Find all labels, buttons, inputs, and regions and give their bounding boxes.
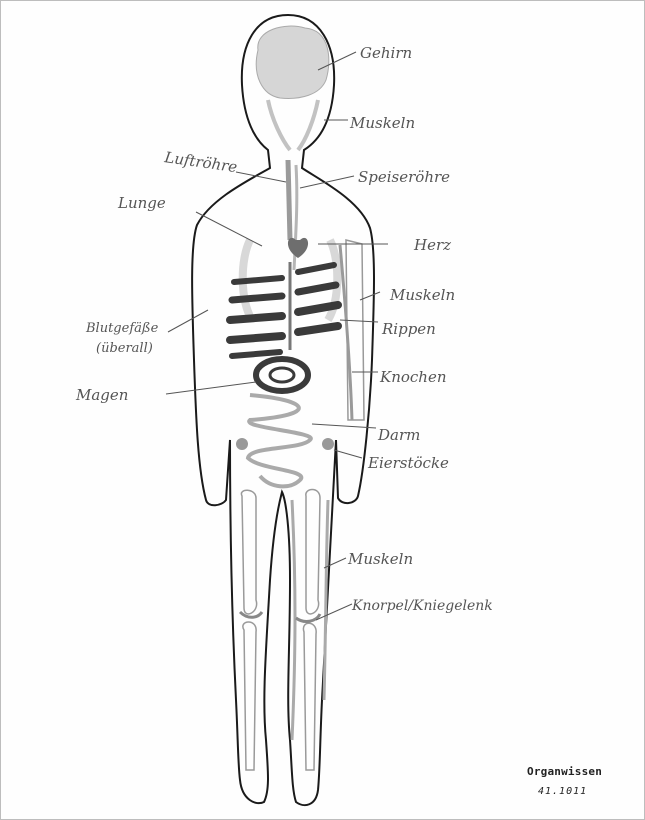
trachea — [288, 160, 290, 240]
leg-bones — [241, 490, 320, 771]
label-rippen: Rippen — [381, 320, 436, 338]
label-lunge: Lunge — [117, 194, 166, 212]
heart — [288, 238, 308, 258]
caption-title: Organwissen — [527, 765, 602, 778]
label-muskeln-bein: Muskeln — [347, 550, 413, 568]
intestines — [248, 395, 311, 486]
arm-bone — [346, 240, 364, 420]
label-blutgefaesse-sub: (überall) — [96, 341, 153, 356]
face-muscles — [268, 100, 318, 150]
label-muskeln-kopf: Muskeln — [349, 114, 415, 132]
label-speiseroehre: Speiseröhre — [358, 168, 450, 186]
label-muskeln-arm: Muskeln — [389, 286, 455, 304]
label-eierstoecke: Eierstöcke — [367, 454, 449, 472]
label-knochen: Knochen — [379, 368, 447, 386]
ovary-left — [236, 438, 248, 450]
body-outline — [192, 15, 374, 805]
brain-shape — [256, 26, 329, 98]
label-luftroehre: Luftröhre — [162, 148, 238, 176]
label-magen: Magen — [75, 386, 128, 404]
ovary-right — [322, 438, 334, 450]
label-herz: Herz — [413, 236, 451, 254]
label-gehirn: Gehirn — [360, 44, 412, 62]
caption-id: 41.1011 — [538, 786, 587, 797]
stomach — [256, 359, 308, 391]
label-darm: Darm — [377, 426, 420, 444]
label-knorpel: Knorpel/Kniegelenk — [351, 598, 493, 614]
stomach-inner — [270, 368, 294, 382]
label-blutgefaesse: Blutgefäße — [85, 321, 159, 336]
